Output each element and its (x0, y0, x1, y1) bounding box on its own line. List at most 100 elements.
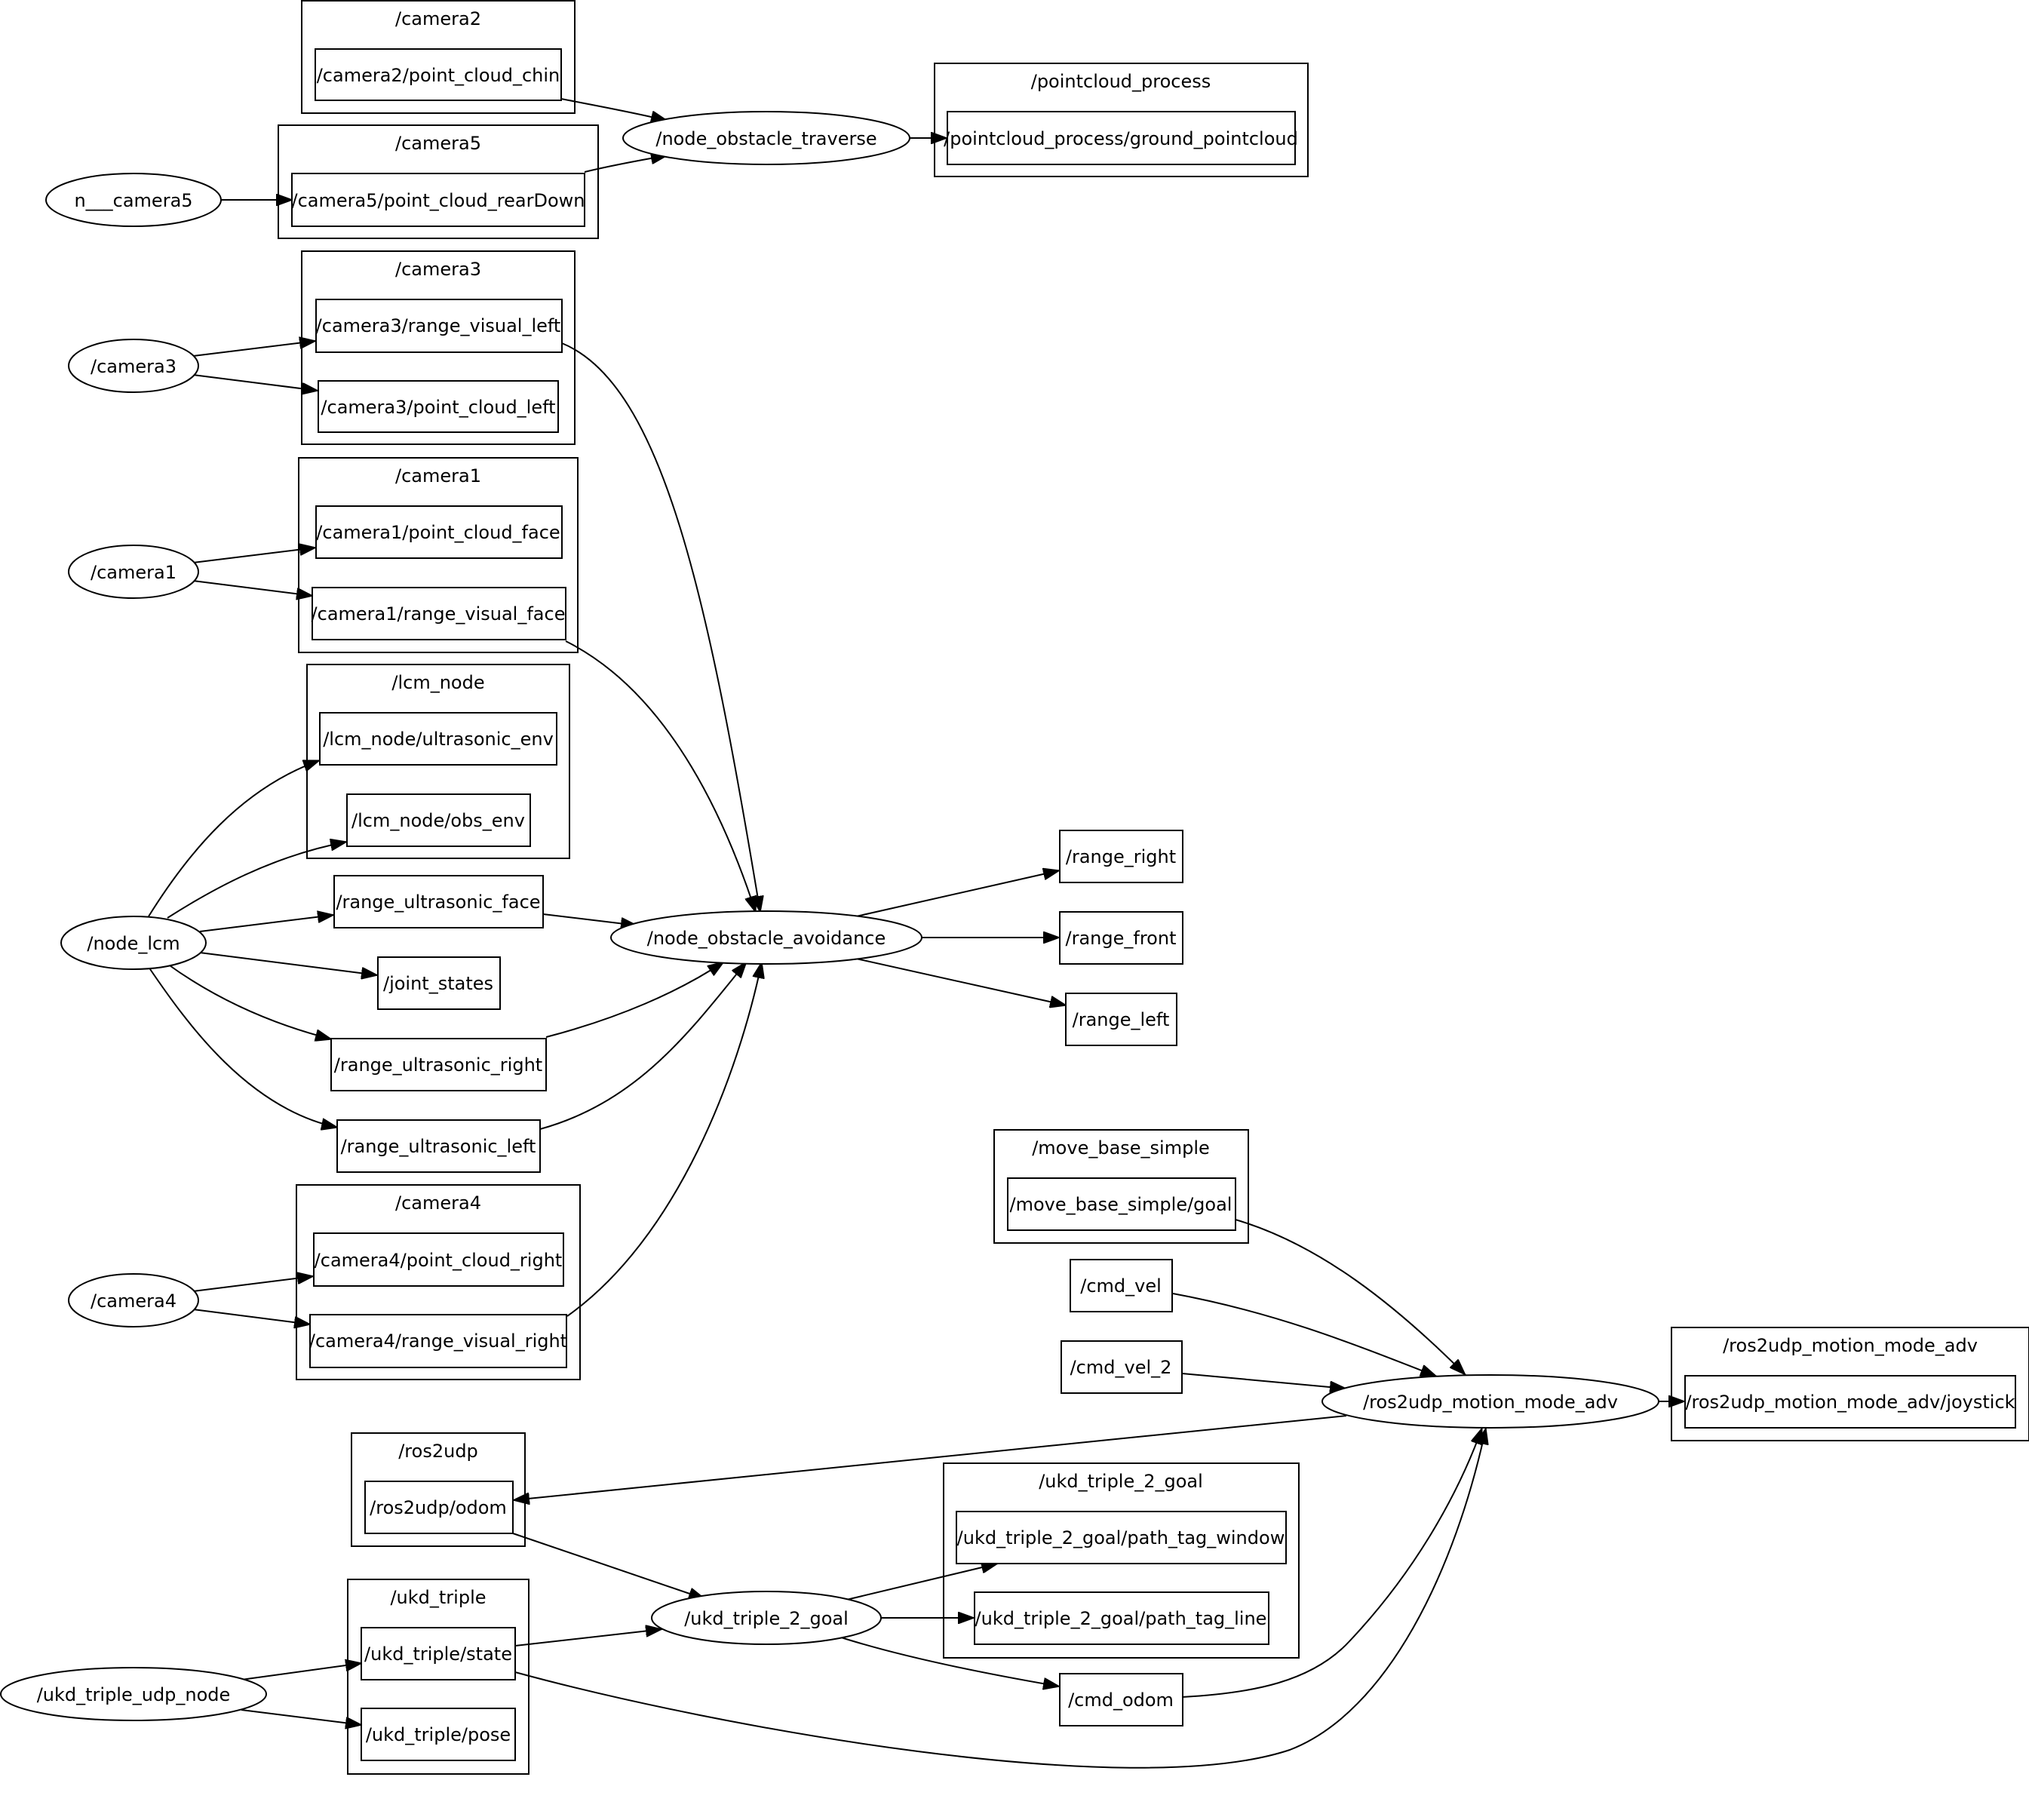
edge-udpnode-to-pose[interactable] (241, 1709, 362, 1725)
edge-camera1-to-rangevisualface[interactable] (192, 580, 313, 596)
node-ukd-triple-2-goal[interactable]: /ukd_triple_2_goal (651, 1591, 882, 1645)
edge-rangevisualright-to-avoidance[interactable] (566, 962, 762, 1317)
edge-goal-to-motionmode[interactable] (1235, 1219, 1466, 1375)
edge-camera4-to-pointcloudright[interactable] (192, 1276, 314, 1292)
topic-ros2udp-motion-mode-adv-joystick[interactable]: /ros2udp_motion_mode_adv/joystick (1684, 1375, 2016, 1429)
topic-range-front[interactable]: /range_front (1059, 911, 1183, 965)
topic-label: /joint_states (383, 973, 493, 994)
topic-label: /range_ultrasonic_right (334, 1054, 542, 1076)
node-node-obstacle-avoidance[interactable]: /node_obstacle_avoidance (610, 910, 922, 965)
node-label: n___camera5 (74, 190, 192, 211)
topic-camera1-range-visual-face[interactable]: /camera1/range_visual_face (312, 587, 566, 640)
cluster-ros2udp[interactable]: /ros2udp (351, 1432, 526, 1547)
edge-cmdvel-to-motionmode[interactable] (1172, 1293, 1437, 1377)
node-n-camera5[interactable]: n___camera5 (45, 173, 222, 227)
edge-camera3-to-pointcloudleft[interactable] (192, 374, 318, 391)
edge-ultrasonicright-to-avoidance[interactable] (545, 961, 724, 1038)
edge-chin-to-traverse[interactable] (560, 98, 668, 121)
node-node-lcm[interactable]: /node_lcm (60, 916, 207, 970)
edge-avoidance-to-rangeright[interactable] (855, 870, 1060, 917)
edge-camera1-to-pointcloudface[interactable] (192, 548, 316, 563)
edge-ukdtriple2goal-to-window[interactable] (843, 1564, 998, 1601)
node-label: /node_obstacle_avoidance (647, 928, 886, 949)
node-ros2udp-motion-mode-adv[interactable]: /ros2udp_motion_mode_adv (1321, 1374, 1659, 1429)
edge-cmdodom-to-motionmode[interactable] (1181, 1428, 1483, 1698)
edge-nodelcm-to-ultrasonicright[interactable] (167, 963, 332, 1039)
topic-label: /range_ultrasonic_face (336, 892, 540, 913)
topic-camera2-point-cloud-chin[interactable]: /camera2/point_cloud_chin (315, 48, 562, 101)
node-label: /camera1 (91, 562, 177, 583)
topic-lcm-obs-env[interactable]: /lcm_node/obs_env (346, 793, 531, 847)
edge-udpnode-to-state[interactable] (241, 1663, 362, 1680)
edge-ultrasonicface-to-avoidance[interactable] (542, 913, 637, 925)
topic-camera5-point-cloud-reardown[interactable]: /camera5/point_cloud_rearDown (291, 173, 585, 227)
edge-nodelcm-to-ultrasonicleft[interactable] (148, 966, 338, 1128)
topic-cmd-vel[interactable]: /cmd_vel (1070, 1259, 1173, 1312)
topic-ground-pointcloud[interactable]: /pointcloud_process/ground_pointcloud (944, 111, 1298, 165)
node-camera1[interactable]: /camera1 (68, 545, 199, 599)
cluster-label: /ros2udp_motion_mode_adv (1723, 1335, 1978, 1356)
topic-camera3-point-cloud-left[interactable]: /camera3/point_cloud_left (318, 380, 559, 433)
edge-state-to-motionmode[interactable] (514, 1428, 1486, 1769)
edge-reardown-to-traverse[interactable] (584, 155, 668, 173)
edge-ukdtriple2goal-to-cmdodom[interactable] (838, 1636, 1060, 1686)
cluster-ukd-triple[interactable]: /ukd_triple (347, 1579, 530, 1775)
topic-joint-states[interactable]: /joint_states (377, 956, 501, 1010)
edge-camera3-to-rangevisualleft[interactable] (192, 341, 316, 357)
node-node-obstacle-traverse[interactable]: /node_obstacle_traverse (622, 111, 910, 165)
cluster-camera5[interactable]: /camera5 (278, 124, 599, 239)
edge-avoidance-to-rangeleft[interactable] (855, 958, 1067, 1005)
node-camera3[interactable]: /camera3 (68, 339, 199, 393)
cluster-move-base-simple[interactable]: /move_base_simple (993, 1129, 1249, 1244)
topic-cmd-vel-2[interactable]: /cmd_vel_2 (1061, 1340, 1183, 1394)
topic-range-ultrasonic-face[interactable]: /range_ultrasonic_face (333, 875, 544, 928)
topic-range-ultrasonic-left[interactable]: /range_ultrasonic_left (336, 1119, 541, 1173)
cluster-ukd-triple-2-goal[interactable]: /ukd_triple_2_goal (943, 1462, 1300, 1659)
topic-path-tag-line[interactable]: /ukd_triple_2_goal/path_tag_line (974, 1591, 1269, 1645)
topic-camera4-point-cloud-right[interactable]: /camera4/point_cloud_right (313, 1232, 564, 1287)
topic-label: /move_base_simple/goal (1010, 1194, 1232, 1215)
cluster-ros2udp-motion-mode-adv[interactable]: /ros2udp_motion_mode_adv (1671, 1327, 2029, 1441)
edge-rangevisualleft-to-avoidance[interactable] (561, 342, 760, 913)
topic-range-right[interactable]: /range_right (1059, 830, 1183, 883)
topic-camera4-range-visual-right[interactable]: /camera4/range_visual_right (309, 1314, 567, 1368)
topic-camera1-point-cloud-face[interactable]: /camera1/point_cloud_face (315, 505, 563, 559)
topic-label: /cmd_vel_2 (1070, 1357, 1172, 1378)
topic-camera3-range-visual-left[interactable]: /camera3/range_visual_left (315, 299, 563, 353)
edge-odom-to-ukdtriple2goal[interactable] (512, 1533, 705, 1599)
cluster-camera1[interactable]: /camera1 (298, 457, 579, 653)
topic-label: /pointcloud_process/ground_pointcloud (944, 128, 1298, 149)
node-camera4[interactable]: /camera4 (68, 1273, 199, 1327)
topic-move-base-simple-goal[interactable]: /move_base_simple/goal (1007, 1177, 1236, 1231)
edge-nodelcm-to-ultrasonicface[interactable] (199, 915, 334, 932)
topic-range-left[interactable]: /range_left (1065, 993, 1177, 1046)
cluster-camera4[interactable]: /camera4 (296, 1184, 581, 1380)
cluster-camera2[interactable]: /camera2 (301, 0, 576, 114)
cluster-pointcloud-process[interactable]: /pointcloud_process (934, 63, 1309, 177)
topic-ros2udp-odom[interactable]: /ros2udp/odom (364, 1481, 514, 1534)
topic-ukd-triple-pose[interactable]: /ukd_triple/pose (361, 1708, 516, 1761)
edge-camera4-to-rangevisualright[interactable] (192, 1309, 311, 1324)
edge-nodelcm-to-jointstates[interactable] (199, 952, 378, 975)
topic-label: /cmd_vel (1080, 1275, 1162, 1297)
topic-lcm-ultrasonic-env[interactable]: /lcm_node/ultrasonic_env (319, 712, 557, 766)
topic-ukd-triple-state[interactable]: /ukd_triple/state (361, 1627, 516, 1680)
topic-cmd-odom[interactable]: /cmd_odom (1059, 1673, 1183, 1726)
edge-nodelcm-to-ultrasonicenv[interactable] (148, 760, 320, 917)
edge-cmdvel2-to-motionmode[interactable] (1181, 1373, 1346, 1389)
edge-nodelcm-to-obsenv[interactable] (167, 842, 347, 919)
topic-label: /range_right (1066, 846, 1176, 867)
edge-motionmode-to-odom[interactable] (513, 1415, 1347, 1500)
topic-label: /range_ultrasonic_left (341, 1136, 536, 1157)
edge-rangevisualface-to-avoidance[interactable] (565, 640, 756, 913)
topic-range-ultrasonic-right[interactable]: /range_ultrasonic_right (330, 1038, 547, 1091)
topic-label: /camera1/point_cloud_face (316, 522, 560, 543)
edge-state-to-ukdtriple2goal[interactable] (514, 1629, 662, 1647)
edge-ultrasonicleft-to-avoidance[interactable] (539, 962, 747, 1130)
topic-path-tag-window[interactable]: /ukd_triple_2_goal/path_tag_window (956, 1511, 1287, 1564)
cluster-label: /camera5 (395, 133, 481, 154)
topic-label: /camera1/range_visual_face (312, 603, 566, 625)
node-ukd-triple-udp-node[interactable]: /ukd_triple_udp_node (0, 1667, 267, 1721)
topic-label: /camera4/range_visual_right (309, 1330, 567, 1352)
topic-label: /ros2udp/odom (370, 1497, 507, 1518)
